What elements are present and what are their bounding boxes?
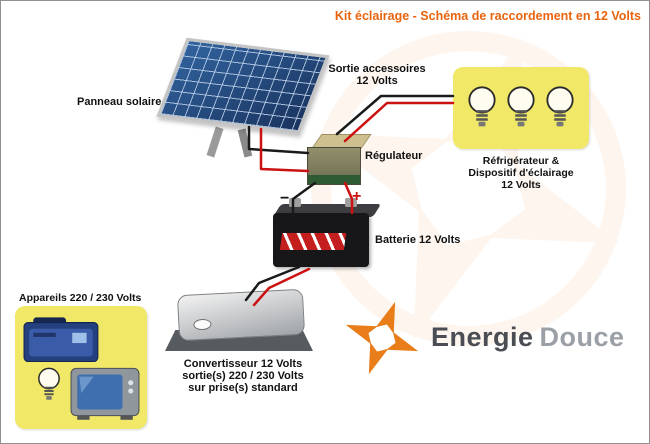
converter-label: Convertisseur 12 Volts sortie(s) 220 / 2…	[182, 358, 304, 394]
brand-name-primary: Energie	[431, 322, 534, 352]
battery-label: Batterie 12 Volts	[375, 234, 461, 246]
bulb-icon	[507, 86, 535, 127]
positive-sign: +	[352, 188, 362, 205]
solar-panel	[156, 37, 330, 158]
battery	[273, 213, 369, 267]
accessory-output-label: Sortie accessoires 12 Volts	[328, 63, 426, 87]
lighting-highlight-box	[453, 67, 589, 149]
bulb-icon	[546, 86, 574, 127]
solar-panel-label: Panneau solaire	[77, 96, 162, 108]
appliances-label: Appareils 220 / 230 Volts	[19, 292, 142, 304]
regulator	[307, 134, 372, 185]
converter-button	[193, 318, 212, 331]
battery-negative-terminal	[289, 198, 301, 207]
regulator-label: Régulateur	[365, 150, 423, 162]
converter	[176, 288, 306, 342]
battery-label-band	[279, 233, 347, 250]
bulb-icon	[38, 367, 60, 400]
negative-sign: −	[280, 190, 290, 207]
solar-panel-face	[156, 37, 330, 135]
bulb-icon	[468, 86, 496, 127]
regulator-front-face	[307, 147, 361, 185]
fridge-lighting-label: Réfrigérateur & Dispositif d'éclairage 1…	[468, 155, 574, 191]
blue-appliance-icon	[23, 317, 99, 363]
brand-name-secondary: Douce	[539, 322, 625, 352]
solar-panel-stand	[237, 128, 253, 158]
solar-panel-stand	[206, 126, 224, 158]
pinwheel-logo-icon	[345, 301, 419, 375]
tv-icon	[70, 367, 140, 420]
appliances-highlight-box	[15, 306, 147, 429]
diagram-title: Kit éclairage - Schéma de raccordement e…	[334, 9, 641, 23]
regulator-strip	[308, 175, 360, 184]
